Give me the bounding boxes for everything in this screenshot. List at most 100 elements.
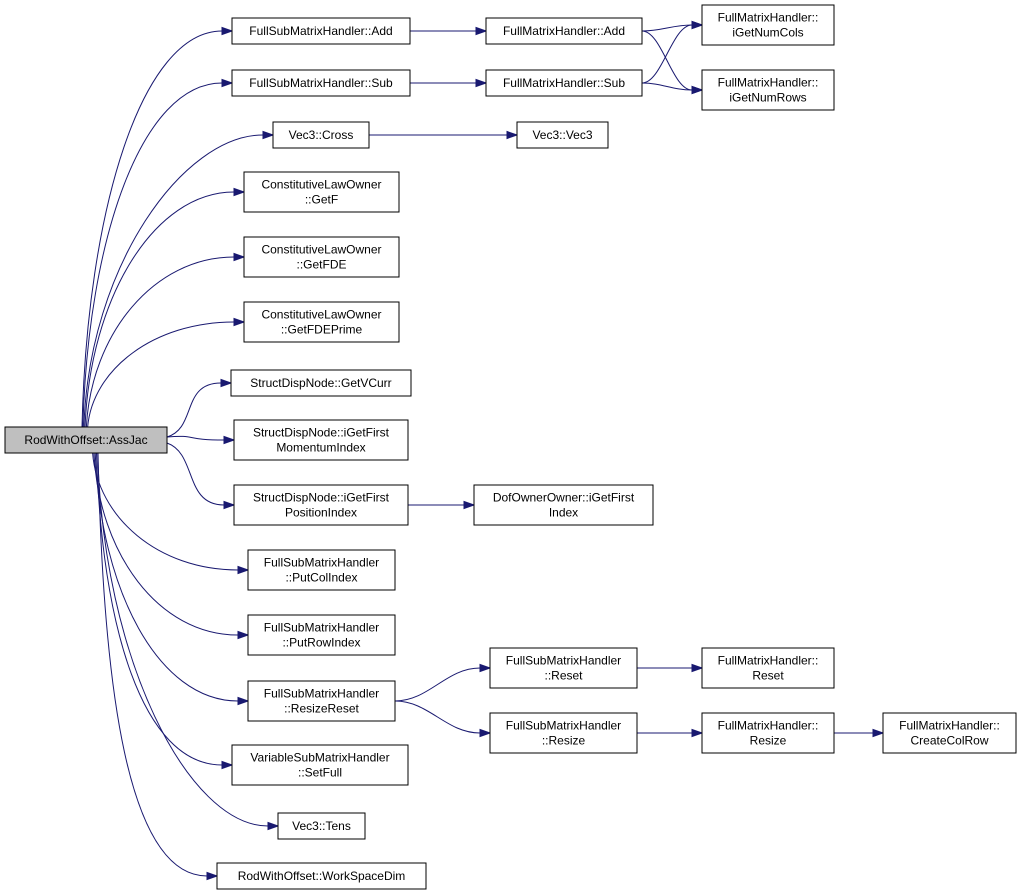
- node-clo-getfde[interactable]: ConstitutiveLawOwner::GetFDE: [243, 236, 400, 278]
- node-label: FullMatrixHandler::: [718, 719, 819, 733]
- node-box[interactable]: [231, 17, 411, 45]
- node-fm-sub[interactable]: FullMatrixHandler::Sub: [485, 69, 643, 97]
- node-fsm-reset[interactable]: FullSubMatrixHandler::Reset: [489, 647, 638, 689]
- arrowhead-fsm_sub-to-fm_sub: [475, 78, 488, 88]
- edge-root-to-fsm_putrow: [93, 452, 239, 636]
- arrowhead-vec3_cross-to-vec3_vec3: [506, 130, 519, 140]
- arrowhead-root-to-fsm_add: [221, 26, 234, 36]
- edge-fsm_resizereset-to-fsm_resize: [394, 700, 481, 734]
- edge-fm_sub-to-fm_numcols: [641, 24, 693, 84]
- node-label: FullMatrixHandler::: [718, 654, 819, 668]
- edge-root-to-clo_getfdeprime: [87, 321, 235, 428]
- node-label: StructDispNode::iGetFirst: [253, 426, 390, 440]
- node-label: ::GetFDE: [296, 258, 346, 272]
- node-box[interactable]: [231, 744, 409, 786]
- node-box[interactable]: [485, 69, 643, 97]
- node-label: StructDispNode::GetVCurr: [250, 376, 391, 390]
- node-box[interactable]: [882, 712, 1017, 754]
- arrowhead-fm_sub-to-fm_numcols: [691, 20, 704, 30]
- node-box[interactable]: [247, 614, 396, 656]
- node-box[interactable]: [485, 17, 643, 45]
- node-box[interactable]: [701, 4, 835, 46]
- node-box[interactable]: [701, 69, 835, 111]
- arrowhead-sdn_position-to-doo_index: [463, 500, 476, 510]
- edge-fsm_resizereset-to-fsm_reset: [394, 667, 481, 702]
- arrowhead-fsm_add-to-fm_add: [475, 26, 488, 36]
- node-box[interactable]: [243, 301, 400, 343]
- node-label: FullMatrixHandler::: [899, 719, 1000, 733]
- node-box[interactable]: [489, 712, 638, 754]
- node-clo-getfdeprime[interactable]: ConstitutiveLawOwner::GetFDEPrime: [243, 301, 400, 343]
- node-label: iGetNumRows: [729, 91, 806, 105]
- node-label: FullMatrixHandler::: [718, 11, 819, 25]
- node-box[interactable]: [216, 862, 427, 890]
- node-box[interactable]: [489, 647, 638, 689]
- node-box[interactable]: [701, 712, 835, 754]
- node-rwo-workspacedim[interactable]: RodWithOffset::WorkSpaceDim: [216, 862, 427, 890]
- arrowhead-root-to-vec3_tens: [267, 821, 280, 831]
- node-label: StructDispNode::iGetFirst: [253, 491, 390, 505]
- arrowhead-root-to-clo_getfde: [233, 252, 246, 262]
- node-label: Resize: [750, 734, 787, 748]
- edge-root-to-fsm_resizereset: [94, 452, 239, 702]
- node-fm-add[interactable]: FullMatrixHandler::Add: [485, 17, 643, 45]
- node-sdn-getvcurr[interactable]: StructDispNode::GetVCurr: [230, 369, 412, 397]
- edge-root-to-clo_getf: [84, 191, 235, 428]
- node-box[interactable]: [243, 236, 400, 278]
- node-box[interactable]: [473, 484, 654, 526]
- node-label: Vec3::Vec3: [532, 128, 592, 142]
- node-box[interactable]: [233, 484, 409, 526]
- edge-root-to-sdn_position: [166, 442, 225, 506]
- node-fsm-resizereset[interactable]: FullSubMatrixHandler::ResizeReset: [247, 680, 396, 722]
- node-label: CreateColRow: [910, 734, 988, 748]
- node-fm-createcolrow[interactable]: FullMatrixHandler::CreateColRow: [882, 712, 1017, 754]
- node-fsm-resize[interactable]: FullSubMatrixHandler::Resize: [489, 712, 638, 754]
- node-label: FullSubMatrixHandler: [264, 687, 379, 701]
- node-vsm-setfull[interactable]: VariableSubMatrixHandler::SetFull: [231, 744, 409, 786]
- node-box[interactable]: [272, 121, 370, 149]
- node-fsm-add[interactable]: FullSubMatrixHandler::Add: [231, 17, 411, 45]
- node-box[interactable]: [243, 171, 400, 213]
- node-box[interactable]: [230, 369, 412, 397]
- node-box[interactable]: [233, 419, 409, 461]
- edge-root-to-sdn_momentum: [166, 435, 225, 441]
- node-vec3-cross[interactable]: Vec3::Cross: [272, 121, 370, 149]
- arrowhead-fm_sub-to-fm_numrows: [691, 85, 704, 95]
- node-label: ::Resize: [542, 734, 586, 748]
- node-vec3-tens[interactable]: Vec3::Tens: [277, 812, 366, 840]
- node-box[interactable]: [516, 121, 609, 149]
- node-root[interactable]: RodWithOffset::AssJac: [4, 426, 168, 454]
- node-label: FullMatrixHandler::Add: [503, 24, 625, 38]
- node-fsm-sub[interactable]: FullSubMatrixHandler::Sub: [231, 69, 411, 97]
- node-label: RodWithOffset::AssJac: [24, 433, 147, 447]
- node-box[interactable]: [4, 426, 168, 454]
- node-clo-getf[interactable]: ConstitutiveLawOwner::GetF: [243, 171, 400, 213]
- node-fm-resize[interactable]: FullMatrixHandler::Resize: [701, 712, 835, 754]
- edge-fm_sub-to-fm_numrows: [641, 82, 693, 91]
- arrowhead-root-to-sdn_momentum: [223, 435, 236, 445]
- node-label: ConstitutiveLawOwner: [261, 308, 381, 322]
- edge-fm_add-to-fm_numcols: [641, 24, 693, 32]
- node-fsm-putcol[interactable]: FullSubMatrixHandler::PutColIndex: [247, 549, 396, 591]
- node-box[interactable]: [231, 69, 411, 97]
- edge-root-to-sdn_getvcurr: [166, 382, 222, 438]
- node-box[interactable]: [247, 549, 396, 591]
- node-label: FullSubMatrixHandler: [506, 719, 621, 733]
- node-label: ::GetF: [305, 193, 338, 207]
- node-box[interactable]: [247, 680, 396, 722]
- node-box[interactable]: [277, 812, 366, 840]
- node-fm-numrows[interactable]: FullMatrixHandler::iGetNumRows: [701, 69, 835, 111]
- node-label: ConstitutiveLawOwner: [261, 178, 381, 192]
- node-vec3-vec3[interactable]: Vec3::Vec3: [516, 121, 609, 149]
- node-label: Index: [549, 506, 578, 520]
- node-fsm-putrow[interactable]: FullSubMatrixHandler::PutRowIndex: [247, 614, 396, 656]
- node-box[interactable]: [701, 647, 835, 689]
- arrowhead-fsm_resize-to-fm_resize: [691, 728, 704, 738]
- node-label: FullSubMatrixHandler::Sub: [249, 76, 393, 90]
- node-fm-numcols[interactable]: FullMatrixHandler::iGetNumCols: [701, 4, 835, 46]
- edge-root-to-fsm_add: [81, 30, 223, 428]
- node-fm-reset[interactable]: FullMatrixHandler::Reset: [701, 647, 835, 689]
